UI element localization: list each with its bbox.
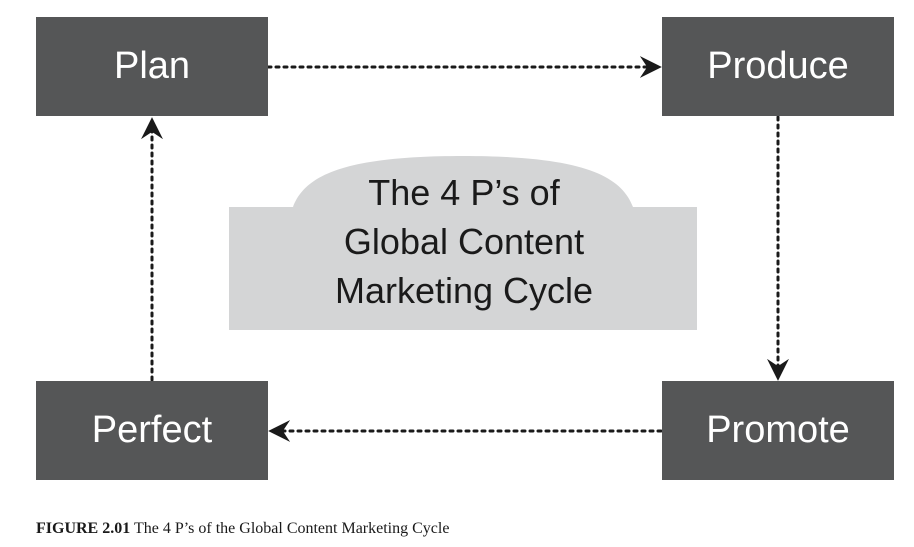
node-promote: Promote — [662, 381, 894, 480]
figure-caption: FIGURE 2.01 The 4 P’s of the Global Cont… — [36, 520, 449, 538]
figure-caption-text: The 4 P’s of the Global Content Marketin… — [130, 520, 450, 537]
figure-caption-label: FIGURE 2.01 — [36, 520, 131, 537]
node-perfect: Perfect — [36, 381, 268, 480]
center-title-line-2: Global Content — [343, 221, 585, 262]
node-promote-label: Promote — [706, 409, 850, 451]
center-title-line-3: Marketing Cycle — [334, 270, 594, 311]
center-title: The 4 P’s of Global Content Marketing Cy… — [230, 168, 698, 315]
node-produce-label: Produce — [707, 45, 849, 87]
node-perfect-label: Perfect — [91, 409, 213, 451]
center-bubble-shape — [229, 156, 697, 330]
node-plan: Plan — [36, 17, 268, 116]
node-produce: Produce — [662, 17, 894, 116]
node-plan-label: Plan — [113, 45, 191, 87]
center-title-line-1: The 4 P’s of — [368, 172, 560, 213]
